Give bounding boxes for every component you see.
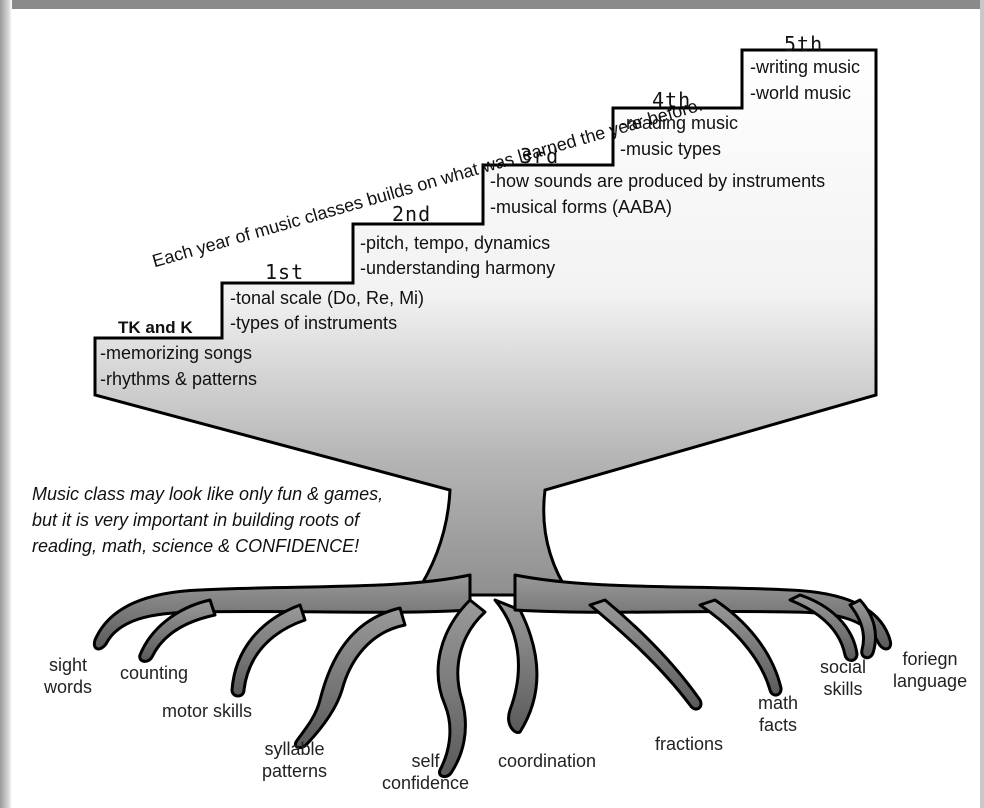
root-right-main <box>513 573 893 651</box>
root-counting <box>138 598 217 663</box>
step-item: -types of instruments <box>230 313 398 333</box>
step-item: -pitch, tempo, dynamics <box>360 233 551 253</box>
root-foreign-language <box>848 598 877 660</box>
root-label-motor-skills: motor skills <box>162 701 253 721</box>
root-motor-skills <box>230 603 307 698</box>
step-item: -how sounds are produced by instruments <box>490 171 826 191</box>
step-item: -world music <box>750 83 852 103</box>
step-grade-2nd: 2nd <box>392 202 432 226</box>
staircase-trunk <box>93 48 878 597</box>
root-syllable <box>293 606 407 750</box>
root-self-confidence <box>436 598 487 779</box>
step-grade-5th: 5th <box>784 32 824 56</box>
root-fractions <box>588 598 703 711</box>
step-item: -understanding harmony <box>360 258 556 278</box>
step-grade-3rd: 3rd <box>520 144 560 168</box>
step-grade-1st: 1st <box>265 260 305 284</box>
root-social-skills <box>788 593 859 662</box>
root-math-facts <box>698 598 783 697</box>
frame-right-edge <box>980 0 984 808</box>
frame-left-edge <box>0 0 12 808</box>
step-grade-4th: 4th <box>652 88 692 112</box>
note-line: Music class may look like only fun & gam… <box>32 484 384 504</box>
root-coordination <box>493 598 539 734</box>
step-item: -reading music <box>620 113 739 133</box>
roots <box>92 573 893 779</box>
note-line: reading, math, science & CONFIDENCE! <box>32 536 360 556</box>
step-item: -writing music <box>750 57 861 77</box>
root-left-main <box>92 573 472 651</box>
step-item: -musical forms (AABA) <box>490 197 673 217</box>
root-label-fractions: fractions <box>655 734 724 754</box>
step-grade-tk-k: TK and K <box>118 318 193 337</box>
step-item: -tonal scale (Do, Re, Mi) <box>230 288 425 308</box>
root-label-counting: counting <box>120 663 189 683</box>
note-line: but it is very important in building roo… <box>32 510 360 530</box>
root-label-coordination: coordination <box>498 751 597 771</box>
step-item: -memorizing songs <box>100 343 253 363</box>
step-item: -music types <box>620 139 722 159</box>
step-item: -rhythms & patterns <box>100 369 258 389</box>
frame-top-edge <box>0 0 984 9</box>
